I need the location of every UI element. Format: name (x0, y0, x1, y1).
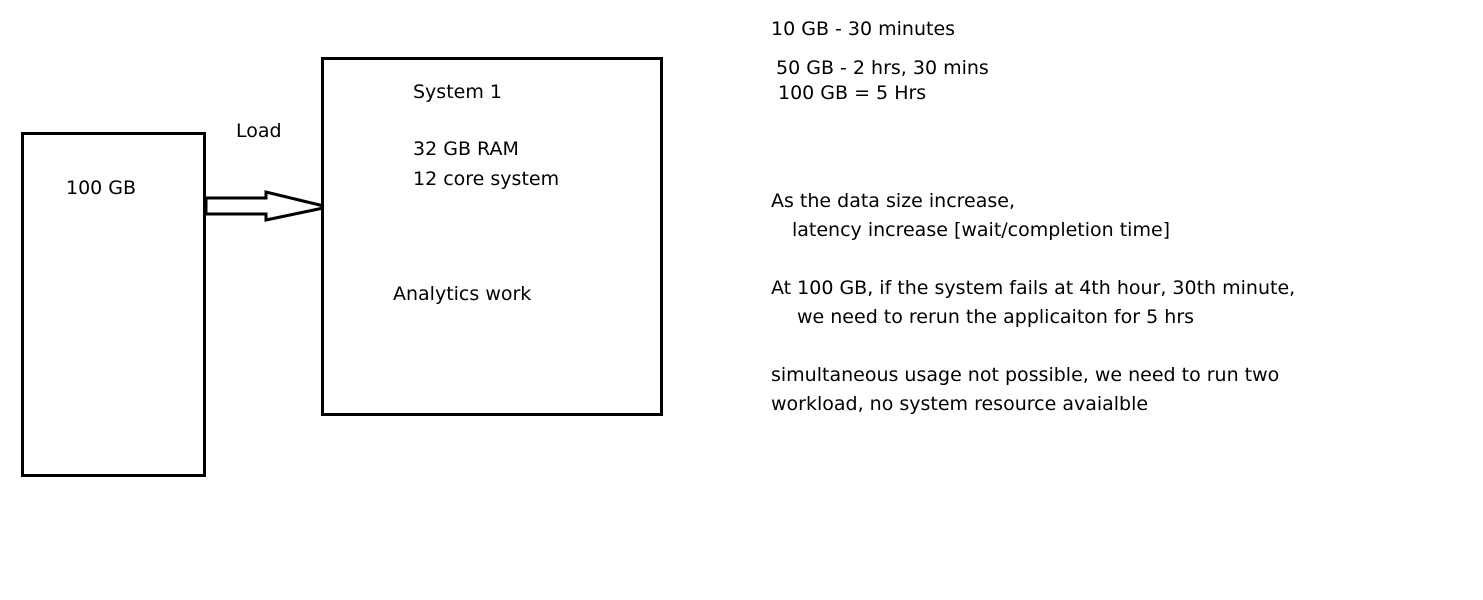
system-box (321, 57, 663, 416)
latency-note-line1: As the data size increase, (771, 190, 1015, 212)
system-ram-spec: 32 GB RAM (413, 138, 519, 160)
concurrency-note-line1: simultaneous usage not possible, we need… (771, 364, 1280, 386)
timing-100gb: 100 GB = 5 Hrs (778, 82, 927, 104)
timing-50gb: 50 GB - 2 hrs, 30 mins (776, 57, 989, 79)
load-arrow-label: Load (236, 120, 282, 142)
source-data-size-label: 100 GB (66, 177, 137, 199)
system-core-spec: 12 core system (413, 168, 560, 190)
concurrency-note-line2: workload, no system resource avaialble (771, 393, 1149, 415)
system-workload-label: Analytics work (393, 283, 532, 305)
system-title: System 1 (413, 81, 502, 103)
timing-10gb: 10 GB - 30 minutes (771, 18, 956, 40)
source-data-box (21, 132, 206, 477)
failure-note-line1: At 100 GB, if the system fails at 4th ho… (771, 277, 1296, 299)
load-arrow-shape (204, 190, 329, 222)
failure-note-line2: we need to rerun the applicaiton for 5 h… (797, 306, 1195, 328)
latency-note-line2: latency increase [wait/completion time] (792, 219, 1171, 241)
